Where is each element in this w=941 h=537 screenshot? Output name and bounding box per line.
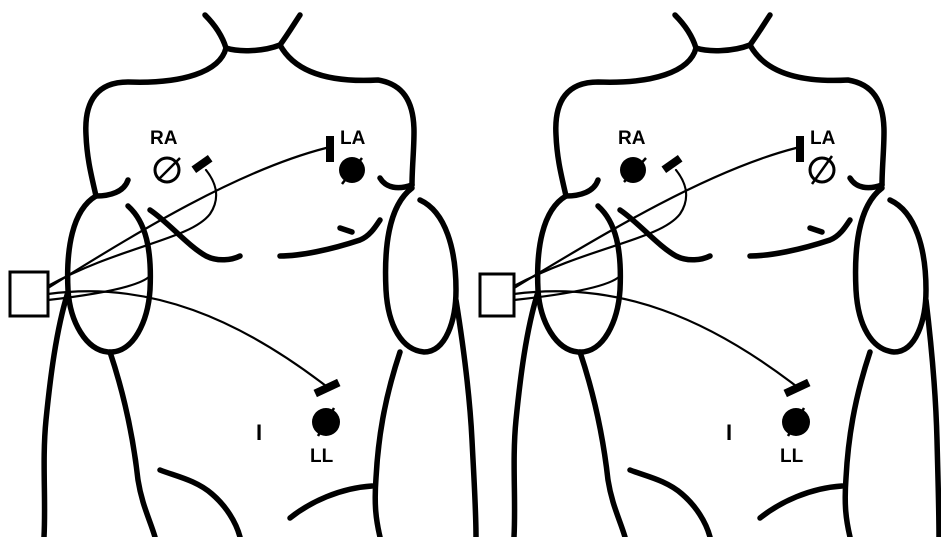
electrode-ll-right-clip [784, 379, 811, 397]
panel-label-left: I [256, 420, 262, 445]
electrode-la-left: LA [326, 128, 366, 184]
abdomen-curve-left-a [160, 470, 240, 537]
panel-label-right: I [726, 420, 732, 445]
electrode-ra-right: RA [618, 128, 682, 183]
abdomen-curve-right-b [760, 486, 842, 518]
torso-side-right-b [580, 352, 625, 537]
electrode-ll-left-clip [314, 379, 341, 397]
armpit-right-a [566, 180, 598, 196]
torso-figure-left: RA LA LL I [10, 15, 476, 537]
armpit-right-b [850, 178, 882, 188]
ra-label-left: RA [150, 128, 178, 149]
electrode-ll-right: LL [780, 379, 810, 467]
torso-side-left-b [110, 352, 155, 537]
monitor-box-left [10, 272, 48, 316]
torso-side-left-d [456, 300, 476, 537]
wire-ll-left [48, 291, 326, 386]
chest-curve-left-b [280, 220, 380, 256]
la-label-left: LA [340, 128, 366, 149]
torso-side-left-c [375, 352, 400, 537]
monitor-box-right [480, 274, 514, 316]
torso-side-right-c [845, 352, 870, 537]
armpit-left-b [380, 178, 412, 188]
upper-arm-left-b [386, 188, 456, 352]
upper-arm-right-b [856, 188, 926, 352]
abdomen-curve-left-b [290, 486, 372, 518]
chest-tick-left [340, 228, 352, 232]
electrode-ra-right-clip [662, 155, 683, 173]
la-label-right: LA [810, 128, 836, 149]
torso-side-right-d [926, 300, 939, 537]
torso-side-left-a [44, 292, 68, 537]
electrode-la-right-clip [796, 136, 804, 162]
ll-label-right: LL [780, 446, 804, 467]
electrode-la-left-clip [326, 136, 334, 162]
electrode-ra-left-clip [192, 155, 213, 173]
chest-curve-right-b [750, 220, 850, 256]
ll-label-left: LL [310, 446, 334, 467]
armpit-left-a [96, 180, 128, 196]
electrode-la-right: LA [796, 128, 836, 184]
ra-label-right: RA [618, 128, 646, 149]
abdomen-curve-right-a [630, 470, 710, 537]
chest-tick-right [810, 228, 822, 232]
torso-side-right-a [514, 292, 538, 537]
upper-arm-left-a [68, 196, 151, 352]
electrode-ra-left: RA [150, 128, 212, 182]
electrode-ll-left: LL [310, 379, 340, 467]
upper-arm-right-a [538, 196, 621, 352]
torso-figure-right: RA LA LL I [480, 15, 939, 537]
